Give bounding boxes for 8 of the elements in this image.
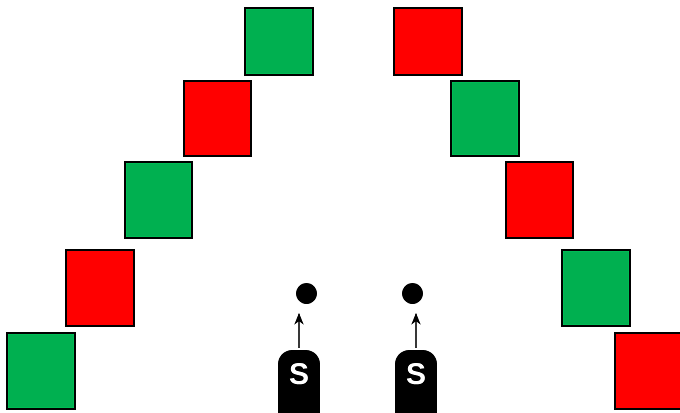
arrow [294, 312, 304, 348]
arrow [411, 312, 421, 348]
dot [296, 283, 317, 304]
magnet-pole [278, 350, 320, 413]
pole-label: S [288, 360, 309, 393]
magnet-pole [395, 350, 437, 413]
dot [402, 283, 423, 304]
pole-label: S [406, 360, 426, 393]
